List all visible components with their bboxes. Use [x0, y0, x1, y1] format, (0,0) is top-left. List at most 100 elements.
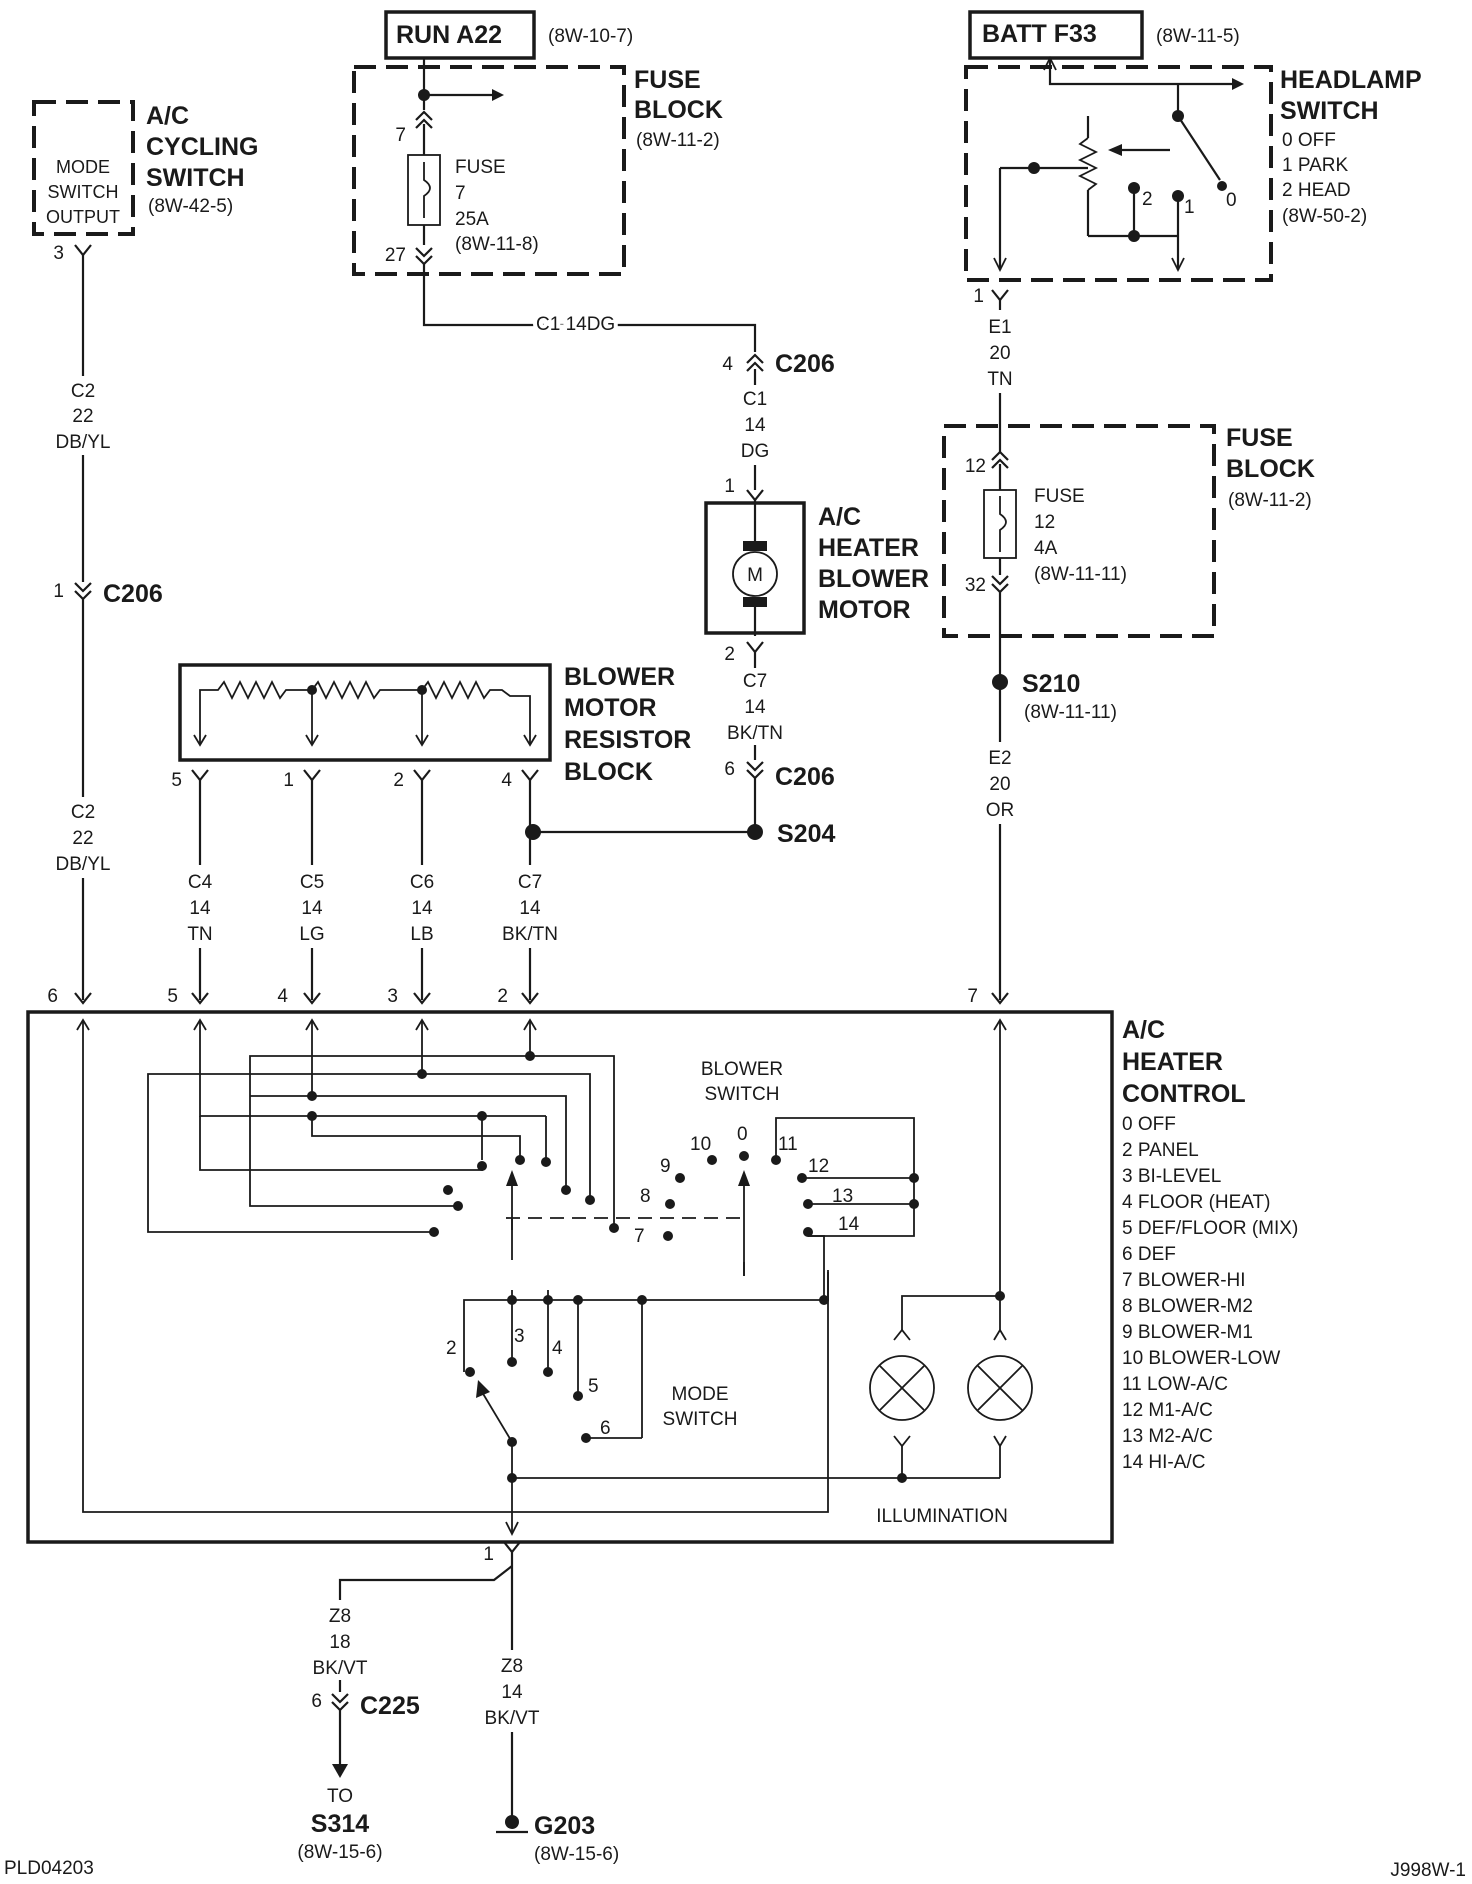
fuse-2-label-1: FUSE	[1034, 486, 1085, 507]
cycling-inner-1: MODE	[56, 157, 110, 177]
wire-c4-color: TN	[187, 924, 212, 945]
legend-item: 5 DEF/FLOOR (MIX)	[1122, 1218, 1298, 1239]
fuse-block-2: FUSE BLOCK (8W-11-2) 12 FUSE 12 4A (8W-1…	[942, 424, 1315, 1000]
wire-c7-b-gauge: 14	[519, 898, 541, 919]
headlamp-pos-0: 0 OFF	[1282, 130, 1336, 151]
legend-item: 13 M2-A/C	[1122, 1426, 1213, 1447]
fuse-block-1-title-1: FUSE	[634, 66, 701, 94]
resistor-title-2: MOTOR	[564, 694, 657, 722]
heater-control: A/C HEATER CONTROL 0 OFF 2 PANEL 3 BI-LE…	[26, 986, 1298, 1544]
control-pin-1: 1	[483, 1544, 494, 1565]
blower-pos-12: 12	[808, 1156, 829, 1177]
wire-c7-a-gauge: 14	[744, 697, 766, 718]
legend-item: 2 PANEL	[1122, 1140, 1199, 1161]
blower-motor-pin-top: 1	[724, 476, 735, 497]
mode-pos-6: 6	[600, 1418, 611, 1439]
wire-c5-code: C5	[300, 872, 324, 893]
resistor-title-4: BLOCK	[564, 758, 653, 786]
lamp-icon	[967, 1355, 1033, 1421]
wire-c2-b-gauge: 22	[72, 828, 93, 849]
wire-z8-a-gauge: 18	[329, 1632, 350, 1653]
resistor-title-3: RESISTOR	[564, 726, 691, 754]
c206-b-pin: 1	[53, 581, 64, 602]
wire-c7-b-code: C7	[518, 872, 542, 893]
run-a22-label: RUN A22	[396, 21, 502, 49]
resistor-pin-1: 1	[283, 770, 294, 791]
legend-item: 3 BI-LEVEL	[1122, 1166, 1221, 1187]
cycling-title-2: CYCLING	[146, 133, 259, 161]
fuse-block-2-pin-in: 12	[965, 456, 986, 477]
g203-label: G203	[534, 1812, 595, 1840]
fuse-block-2-title-2: BLOCK	[1226, 455, 1315, 483]
control-pin-2: 2	[497, 986, 508, 1007]
resistor-pin-2: 2	[393, 770, 404, 791]
wire-c5-color: LG	[299, 924, 324, 945]
headlamp-pos-2: 2 HEAD	[1282, 180, 1351, 201]
fuse-block-2-title-1: FUSE	[1226, 424, 1293, 452]
wire-z8-b-code: Z8	[501, 1656, 523, 1677]
wire-e1-gauge: 20	[989, 343, 1010, 364]
wire-c5-gauge: 14	[301, 898, 323, 919]
control-title-1: A/C	[1122, 1016, 1165, 1044]
to-label: TO	[327, 1786, 353, 1807]
legend-item: 4 FLOOR (HEAT)	[1122, 1192, 1271, 1213]
blower-pos-7: 7	[634, 1226, 645, 1247]
cycling-inner-3: OUTPUT	[46, 207, 120, 227]
wire-e2-gauge: 20	[989, 774, 1010, 795]
fuse-block-1-ref: (8W-11-2)	[636, 130, 720, 151]
blower-pos-13: 13	[832, 1186, 853, 1207]
headlamp-ref: (8W-50-2)	[1282, 206, 1367, 227]
fuse-1-label-4: (8W-11-8)	[455, 234, 539, 255]
c206-a-name: C206	[775, 350, 835, 378]
g203-ref: (8W-15-6)	[534, 1844, 619, 1865]
wire-e2-code: E2	[988, 748, 1011, 769]
legend-item: 8 BLOWER-M2	[1122, 1296, 1253, 1317]
cycling-inner-2: SWITCH	[48, 182, 119, 202]
wire-e1-code: E1	[988, 317, 1011, 338]
wire-c7-a-code: C7	[743, 671, 767, 692]
wire-z8-b-gauge: 14	[501, 1682, 523, 1703]
fuse-block-1-pin-in: 7	[395, 125, 406, 146]
lamp-icon	[869, 1355, 935, 1421]
control-pin-7: 7	[967, 986, 978, 1007]
ground-icon	[496, 1815, 528, 1834]
illumination-label: ILLUMINATION	[876, 1506, 1008, 1527]
cycling-title-3: SWITCH	[146, 164, 245, 192]
wire-c2-a-color: DB/YL	[56, 432, 111, 453]
wire-c2-a-gauge: 22	[72, 406, 93, 427]
footer-right: J998W-1	[1390, 1860, 1466, 1881]
fuse-2-label-2: 12	[1034, 512, 1055, 533]
legend-item: 6 DEF	[1122, 1244, 1176, 1265]
batt-f33-ref: (8W-11-5)	[1156, 26, 1240, 47]
control-pin-4: 4	[277, 986, 288, 1007]
fuse-block-2-pin-out: 32	[965, 575, 986, 596]
fuse-1-label-3: 25A	[455, 209, 489, 230]
mode-switch-label-2: SWITCH	[663, 1409, 738, 1430]
batt-f33-label: BATT F33	[982, 20, 1097, 48]
wire-c1: C1 14DG 4 C206 C1 14 DG 1	[422, 264, 835, 502]
wire-c1-horiz-label: C1 14DG	[536, 314, 615, 335]
fuse-block-1-pin-out: 27	[385, 245, 406, 266]
c206-b-name: C206	[103, 580, 163, 608]
resistor-title-1: BLOWER	[564, 663, 675, 691]
blower-switch-label-2: SWITCH	[705, 1084, 780, 1105]
fuse-block-2-ref: (8W-11-2)	[1228, 490, 1312, 511]
blower-motor-pin-bottom: 2	[724, 644, 735, 665]
mode-pos-2: 2	[446, 1338, 457, 1359]
c206-c-pin: 6	[724, 759, 735, 780]
wire-c6-gauge: 14	[411, 898, 433, 919]
blower-pos-11: 11	[778, 1134, 798, 1155]
fuse-2-label-3: 4A	[1034, 538, 1058, 559]
legend-item: 9 BLOWER-M1	[1122, 1322, 1253, 1343]
footer-left: PLD04203	[4, 1858, 94, 1879]
control-title-3: CONTROL	[1122, 1080, 1246, 1108]
blower-pos-10: 10	[690, 1134, 711, 1155]
blower-motor-title-2: HEATER	[818, 534, 919, 562]
headlamp-switch: HEADLAMP SWITCH 0 OFF 1 PARK 2 HEAD (8W-…	[964, 55, 1422, 452]
legend-item: 14 HI-A/C	[1122, 1452, 1205, 1473]
mode-pos-3: 3	[514, 1326, 525, 1347]
ac-cycling-switch: MODE SWITCH OUTPUT A/C CYCLING SWITCH (8…	[32, 100, 259, 1000]
mode-pos-5: 5	[588, 1376, 599, 1397]
fuse-1-label-1: FUSE	[455, 157, 506, 178]
